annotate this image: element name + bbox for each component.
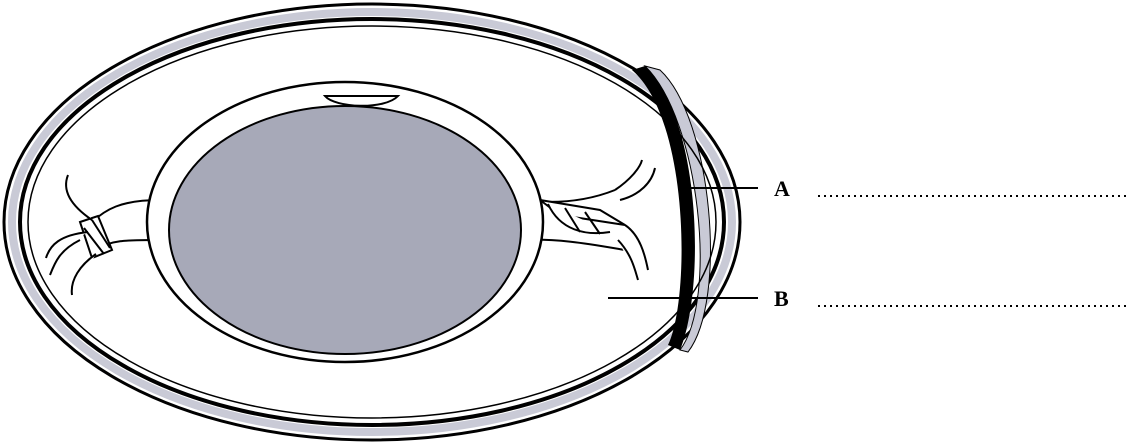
label-a: A [774, 176, 790, 201]
label-b: B [774, 286, 789, 311]
answer-lines [818, 196, 1128, 306]
yolk [147, 82, 543, 362]
